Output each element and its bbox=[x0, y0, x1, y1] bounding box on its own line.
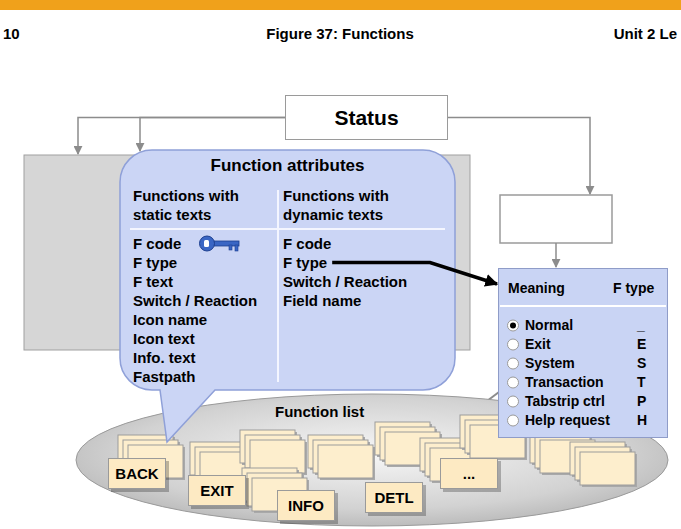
type-code: T bbox=[613, 373, 668, 392]
type-meaning: Exit bbox=[508, 335, 613, 354]
table-header: Meaning bbox=[508, 279, 613, 316]
column-heading: Functions with static texts bbox=[133, 186, 276, 224]
header-right: Unit 2 Le bbox=[414, 24, 677, 43]
attribute-name: F type bbox=[133, 253, 276, 272]
type-code: P bbox=[613, 392, 668, 411]
leader-arrow bbox=[448, 118, 590, 195]
function-code: EXIT bbox=[200, 481, 233, 500]
column-heading: Functions with dynamic texts bbox=[283, 186, 443, 224]
attribute-name: F type bbox=[283, 253, 327, 272]
function-card: EXIT bbox=[188, 475, 246, 506]
function-code: ... bbox=[463, 464, 476, 483]
type-code: H bbox=[613, 411, 668, 430]
type-code: E bbox=[613, 335, 668, 354]
status-box: Status bbox=[285, 95, 448, 140]
function-card: ... bbox=[440, 458, 498, 489]
callout-bubble: Function attributesFunctions with static… bbox=[120, 150, 455, 390]
attribute-column: Functions with static textsF codeF typeF… bbox=[133, 186, 276, 386]
attribute-name: Switch / Reaction bbox=[283, 272, 443, 291]
function-code: DETL bbox=[374, 488, 413, 507]
page-header: 10Figure 37: FunctionsUnit 2 Le bbox=[3, 24, 677, 43]
attribute-name: Icon name bbox=[133, 310, 276, 329]
leader-arrow bbox=[78, 118, 285, 155]
header-bar bbox=[0, 0, 681, 10]
type-meaning: Normal bbox=[508, 316, 613, 335]
list-heading: Function list bbox=[275, 402, 364, 421]
header-left: 10 bbox=[3, 24, 266, 43]
type-meaning: System bbox=[508, 354, 613, 373]
attribute-name: Icon text bbox=[133, 329, 276, 348]
attribute-name: Switch / Reaction bbox=[133, 291, 276, 310]
function-code: INFO bbox=[288, 496, 324, 515]
header-center: Figure 37: Functions bbox=[266, 24, 414, 43]
callout-heading: Function attributes bbox=[120, 150, 455, 177]
attribute-name: Info. text bbox=[133, 348, 276, 367]
figure-title: Figure 37: Functions bbox=[266, 24, 414, 43]
type-meaning: Help request bbox=[508, 411, 613, 430]
running-header: Unit 2 Le bbox=[414, 24, 677, 43]
leader-arrow bbox=[555, 243, 557, 267]
attribute-name: Field name bbox=[283, 291, 443, 310]
attribute-name: Fastpath bbox=[133, 367, 276, 386]
connector-arrow bbox=[140, 118, 285, 152]
function-code: BACK bbox=[115, 464, 158, 483]
status-label: Status bbox=[334, 105, 398, 131]
table-header: F type bbox=[613, 279, 668, 316]
function-card: INFO bbox=[277, 490, 335, 521]
function-card: DETL bbox=[365, 482, 423, 513]
page-number: 10 bbox=[3, 24, 266, 43]
type-meaning: Transaction bbox=[508, 373, 613, 392]
type-code: _ bbox=[613, 316, 668, 335]
type-code: S bbox=[613, 354, 668, 373]
empty-box bbox=[500, 195, 612, 243]
function-card: BACK bbox=[108, 458, 166, 489]
attribute-name: F code bbox=[283, 234, 443, 253]
type-meaning: Tabstrip ctrl bbox=[508, 392, 613, 411]
attribute-item: F type bbox=[283, 253, 327, 272]
ftype-table: MeaningF typeNormal_ExitESystemSTransact… bbox=[498, 268, 668, 438]
attribute-name: F text bbox=[133, 272, 276, 291]
attribute-column: Functions with dynamic texts F codeF type… bbox=[283, 186, 443, 310]
attribute-name: F code bbox=[133, 234, 276, 253]
